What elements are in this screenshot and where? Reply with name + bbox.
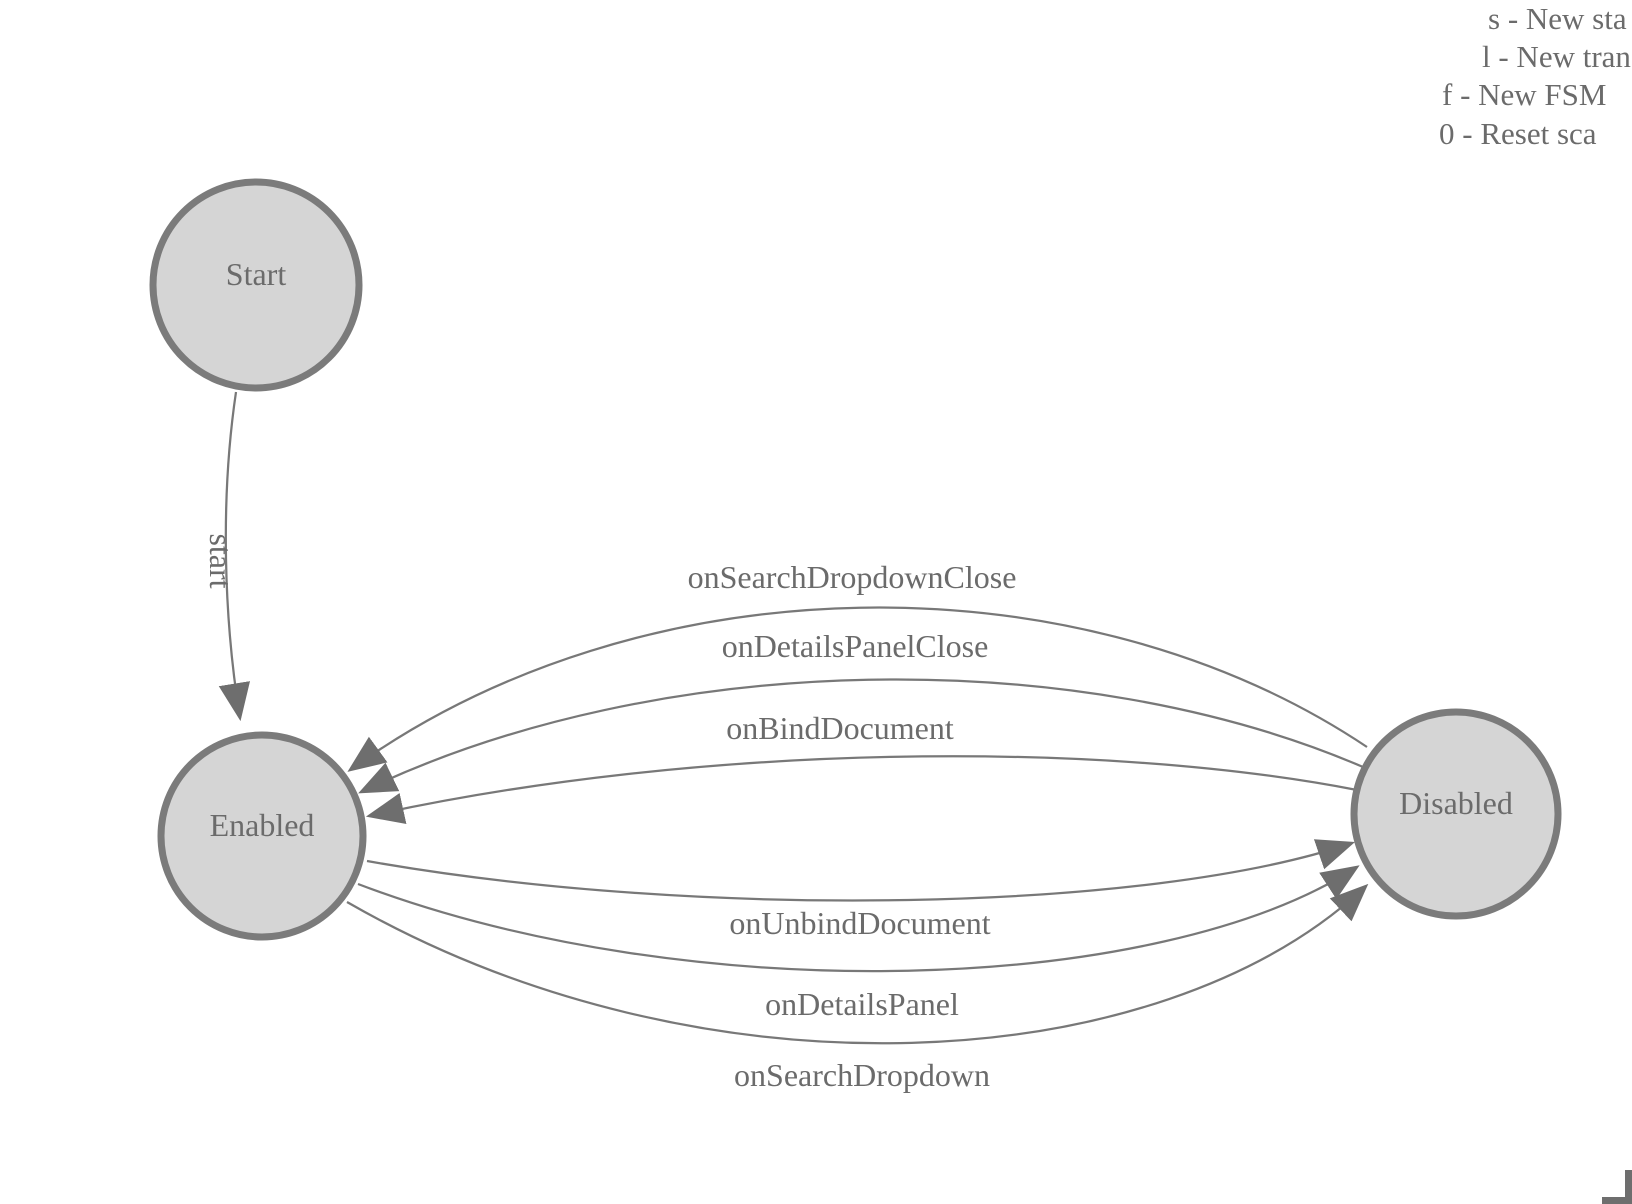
edge-label-unbind-document[interactable]: onUnbindDocument <box>729 905 990 941</box>
legend-line-new-state: s - New sta <box>1488 1 1627 36</box>
corner-marker-horizontal-bar <box>1602 1197 1632 1204</box>
state-label-start: Start <box>226 256 287 292</box>
edge-details-panel-close[interactable] <box>358 678 1364 794</box>
edge-unbind-document[interactable] <box>366 839 1355 902</box>
state-label-disabled: Disabled <box>1399 785 1513 821</box>
state-node-enabled[interactable]: Enabled <box>157 731 367 941</box>
edge-label-start[interactable]: start <box>203 533 239 588</box>
legend-line-new-fsm: f - New FSM <box>1442 77 1607 112</box>
state-node-start[interactable]: Start <box>149 178 363 392</box>
edge-label-details-panel[interactable]: onDetailsPanel <box>765 986 959 1022</box>
edge-label-search-dropdown-close[interactable]: onSearchDropdownClose <box>688 559 1017 595</box>
corner-marker-vertical-bar <box>1625 1170 1632 1204</box>
edge-search-dropdown-close[interactable] <box>347 606 1368 772</box>
state-circle-disabled[interactable] <box>1350 708 1562 920</box>
edge-label-bind-document[interactable]: onBindDocument <box>726 710 954 746</box>
edge-details-panel[interactable] <box>357 865 1360 973</box>
edge-bind-document[interactable] <box>365 755 1358 824</box>
canvas-corner-marker <box>1602 1170 1632 1204</box>
state-circle-enabled[interactable] <box>157 731 367 941</box>
legend-line-new-transition: l - New tran <box>1482 39 1631 74</box>
edge-start[interactable] <box>218 391 251 722</box>
legend-line-reset: 0 - Reset sca <box>1439 116 1597 151</box>
edge-label-details-panel-close[interactable]: onDetailsPanelClose <box>722 628 989 664</box>
state-node-disabled[interactable]: Disabled <box>1350 708 1562 920</box>
state-label-enabled: Enabled <box>210 807 315 843</box>
legend: s - New sta l - New tran f - New FSM 0 -… <box>0 0 1632 160</box>
edge-label-search-dropdown[interactable]: onSearchDropdown <box>734 1057 990 1093</box>
state-circle-start[interactable] <box>149 178 363 392</box>
edge-search-dropdown[interactable] <box>346 883 1369 1045</box>
